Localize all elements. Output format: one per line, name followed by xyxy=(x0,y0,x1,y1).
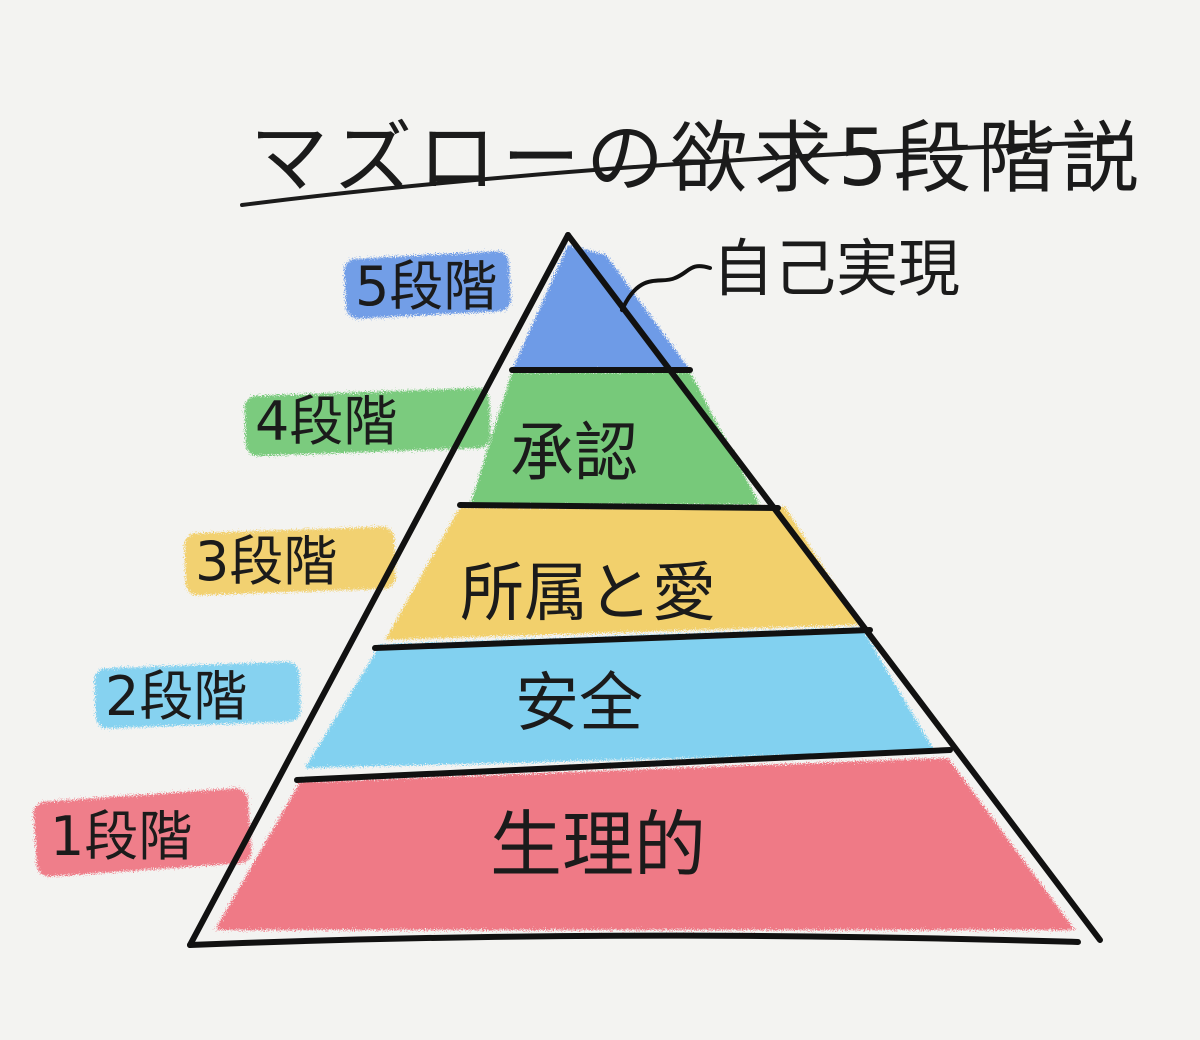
stage-highlight-2 xyxy=(94,661,301,729)
title-underline xyxy=(240,140,1114,207)
tier-fill-1 xyxy=(215,758,1075,930)
need-label-4: 承認 xyxy=(510,417,638,491)
stage-label-1: 1段階 xyxy=(50,805,192,868)
stage-highlight-1 xyxy=(33,788,252,877)
tier-fill-3 xyxy=(385,507,860,640)
divider-2-1 xyxy=(294,747,953,783)
divider-4-3 xyxy=(457,502,781,511)
pyramid-left-edge xyxy=(187,232,571,948)
stage-label-2: 2段階 xyxy=(105,665,247,728)
tier-fill-2 xyxy=(305,628,935,768)
need-label-2: 安全 xyxy=(515,667,643,741)
divider-3-2 xyxy=(372,627,873,651)
need-label-5: 自己実現 xyxy=(712,232,960,305)
stage-label-5: 5段階 xyxy=(355,255,497,318)
stage-label-3: 3段階 xyxy=(195,530,337,593)
stage-label-4: 4段階 xyxy=(255,390,397,453)
pyramid-right-edge xyxy=(565,232,1103,943)
need-label-1: 生理的 xyxy=(490,803,706,887)
pyramid-base xyxy=(187,932,1081,948)
stage-highlight-5 xyxy=(344,251,511,319)
tier-fill-5 xyxy=(512,245,690,370)
need-label-3: 所属と愛 xyxy=(460,557,716,631)
pyramid-outline xyxy=(187,232,1103,948)
stage-highlights xyxy=(33,251,511,877)
stage-highlight-4 xyxy=(244,388,491,456)
stage-highlight-3 xyxy=(184,526,396,596)
tier-5-connector xyxy=(620,264,712,312)
tier-fill-4 xyxy=(470,372,760,505)
